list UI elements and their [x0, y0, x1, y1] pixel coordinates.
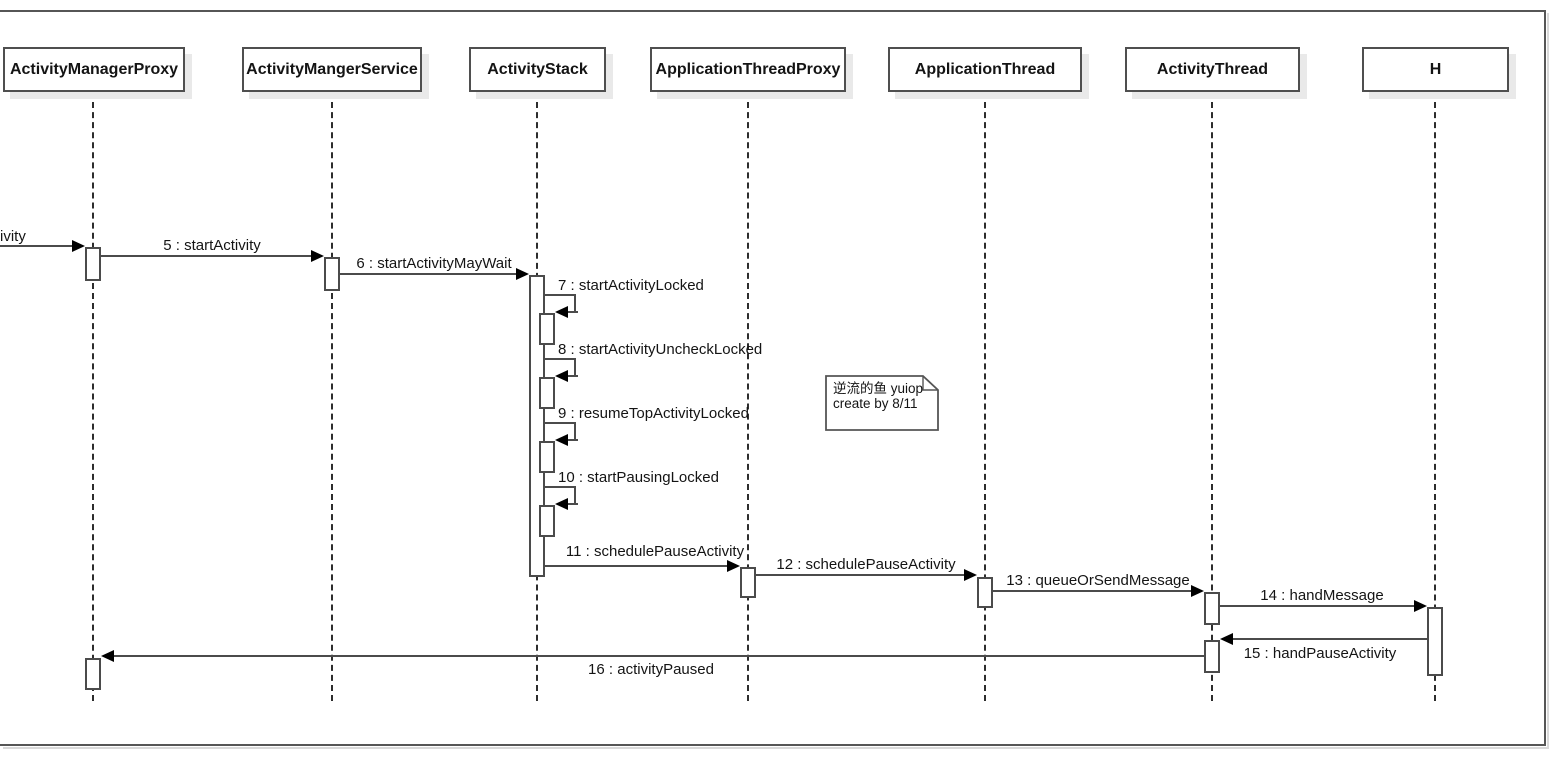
lifeline-activitymanagerproxy: [92, 92, 94, 701]
activation-activitythread-1: [1204, 592, 1220, 625]
lifeline-header-label: ApplicationThread: [914, 60, 1056, 78]
message-5-line: [101, 255, 311, 257]
activation-h-1: [1427, 607, 1443, 676]
note-line-2: create by 8/11: [833, 396, 918, 411]
lifeline-header-activitythread: ActivityThread: [1125, 47, 1300, 92]
lifeline-header-label: ActivityMangerService: [246, 60, 418, 78]
message-8-return-line: [567, 375, 578, 377]
message-10-return-line: [567, 503, 578, 505]
message-5-label: 5 : startActivity: [163, 237, 261, 254]
lifeline-applicationthread: [984, 92, 986, 701]
message-15-line: [1233, 638, 1427, 640]
lifeline-h: [1434, 92, 1436, 701]
message-9-self-loop: [545, 422, 576, 440]
message-16-line: [114, 655, 1204, 657]
message-11-label: 11 : schedulePauseActivity: [565, 543, 745, 560]
message-7-label: 7 : startActivityLocked: [558, 277, 704, 294]
message-10-arrowhead: [555, 498, 568, 510]
message-15-arrowhead: [1220, 633, 1233, 645]
message-9-arrowhead: [555, 434, 568, 446]
lifeline-header-label: H: [1429, 60, 1442, 78]
message-11-line: [545, 565, 727, 567]
message-11-arrowhead: [727, 560, 740, 572]
activation-applicationthread-1: [977, 577, 993, 608]
frame-border-top: [0, 10, 1546, 12]
note: 逆流的鱼 yuiop create by 8/11: [825, 375, 939, 431]
activation-activitystack-nested-7: [539, 313, 555, 345]
activation-activitymanagerproxy-1: [85, 247, 101, 281]
lifeline-activitythread: [1211, 92, 1213, 701]
note-line-1: 逆流的鱼 yuiop: [833, 381, 924, 396]
lifeline-header-applicationthread: ApplicationThread: [888, 47, 1082, 92]
activation-activitystack-nested-10: [539, 505, 555, 537]
frame-border-right: [1544, 10, 1546, 746]
message-6-label: 6 : startActivityMayWait: [356, 255, 512, 272]
activation-activitystack-nested-9: [539, 441, 555, 473]
message-4-arrowhead: [72, 240, 85, 252]
note-shape-icon: [825, 375, 939, 431]
message-13-line: [993, 590, 1191, 592]
frame-border-bottom: [0, 744, 1546, 746]
message-5-arrowhead: [311, 250, 324, 262]
lifeline-activitymangerservice: [331, 92, 333, 701]
activation-applicationthreadproxy-1: [740, 567, 756, 598]
message-13-label: 13 : queueOrSendMessage: [1006, 572, 1190, 589]
message-4-line: [0, 245, 72, 247]
lifeline-header-label: ApplicationThreadProxy: [655, 60, 841, 78]
message-8-self-loop: [545, 358, 576, 376]
message-6-arrowhead: [516, 268, 529, 280]
message-14-label: 14 : handMessage: [1260, 587, 1384, 604]
lifeline-header-label: ActivityStack: [487, 60, 588, 78]
lifeline-header-h: H: [1362, 47, 1509, 92]
activation-activitymanagerproxy-2: [85, 658, 101, 690]
message-9-return-line: [567, 439, 578, 441]
message-4-label: ivity: [0, 228, 26, 245]
lifeline-header-label: ActivityManagerProxy: [9, 60, 179, 78]
message-9-label: 9 : resumeTopActivityLocked: [558, 405, 749, 422]
message-7-self-loop: [545, 294, 576, 312]
message-7-return-line: [567, 311, 578, 313]
lifeline-header-activitystack: ActivityStack: [469, 47, 606, 92]
activation-activitystack-nested-8: [539, 377, 555, 409]
message-14-line: [1220, 605, 1414, 607]
message-12-arrowhead: [964, 569, 977, 581]
message-7-arrowhead: [555, 306, 568, 318]
message-12-label: 12 : schedulePauseActivity: [776, 556, 956, 573]
message-13-arrowhead: [1191, 585, 1204, 597]
message-12-line: [756, 574, 964, 576]
lifeline-header-label: ActivityThread: [1156, 60, 1269, 78]
lifeline-header-activitymanagerproxy: ActivityManagerProxy: [3, 47, 185, 92]
lifeline-applicationthreadproxy: [747, 92, 749, 701]
lifeline-header-activitymangerservice: ActivityMangerService: [242, 47, 422, 92]
message-15-label: 15 : handPauseActivity: [1243, 645, 1397, 662]
message-16-label: 16 : activityPaused: [588, 661, 714, 678]
message-10-self-loop: [545, 486, 576, 504]
message-14-arrowhead: [1414, 600, 1427, 612]
activation-activitymangerservice-1: [324, 257, 340, 291]
activation-activitythread-2: [1204, 640, 1220, 673]
message-6-line: [340, 273, 516, 275]
message-10-label: 10 : startPausingLocked: [558, 469, 719, 486]
message-8-label: 8 : startActivityUncheckLocked: [558, 341, 763, 358]
note-text: 逆流的鱼 yuiop create by 8/11: [833, 381, 923, 411]
message-16-arrowhead: [101, 650, 114, 662]
message-8-arrowhead: [555, 370, 568, 382]
activation-activitystack-main: [529, 275, 545, 577]
lifeline-header-applicationthreadproxy: ApplicationThreadProxy: [650, 47, 846, 92]
